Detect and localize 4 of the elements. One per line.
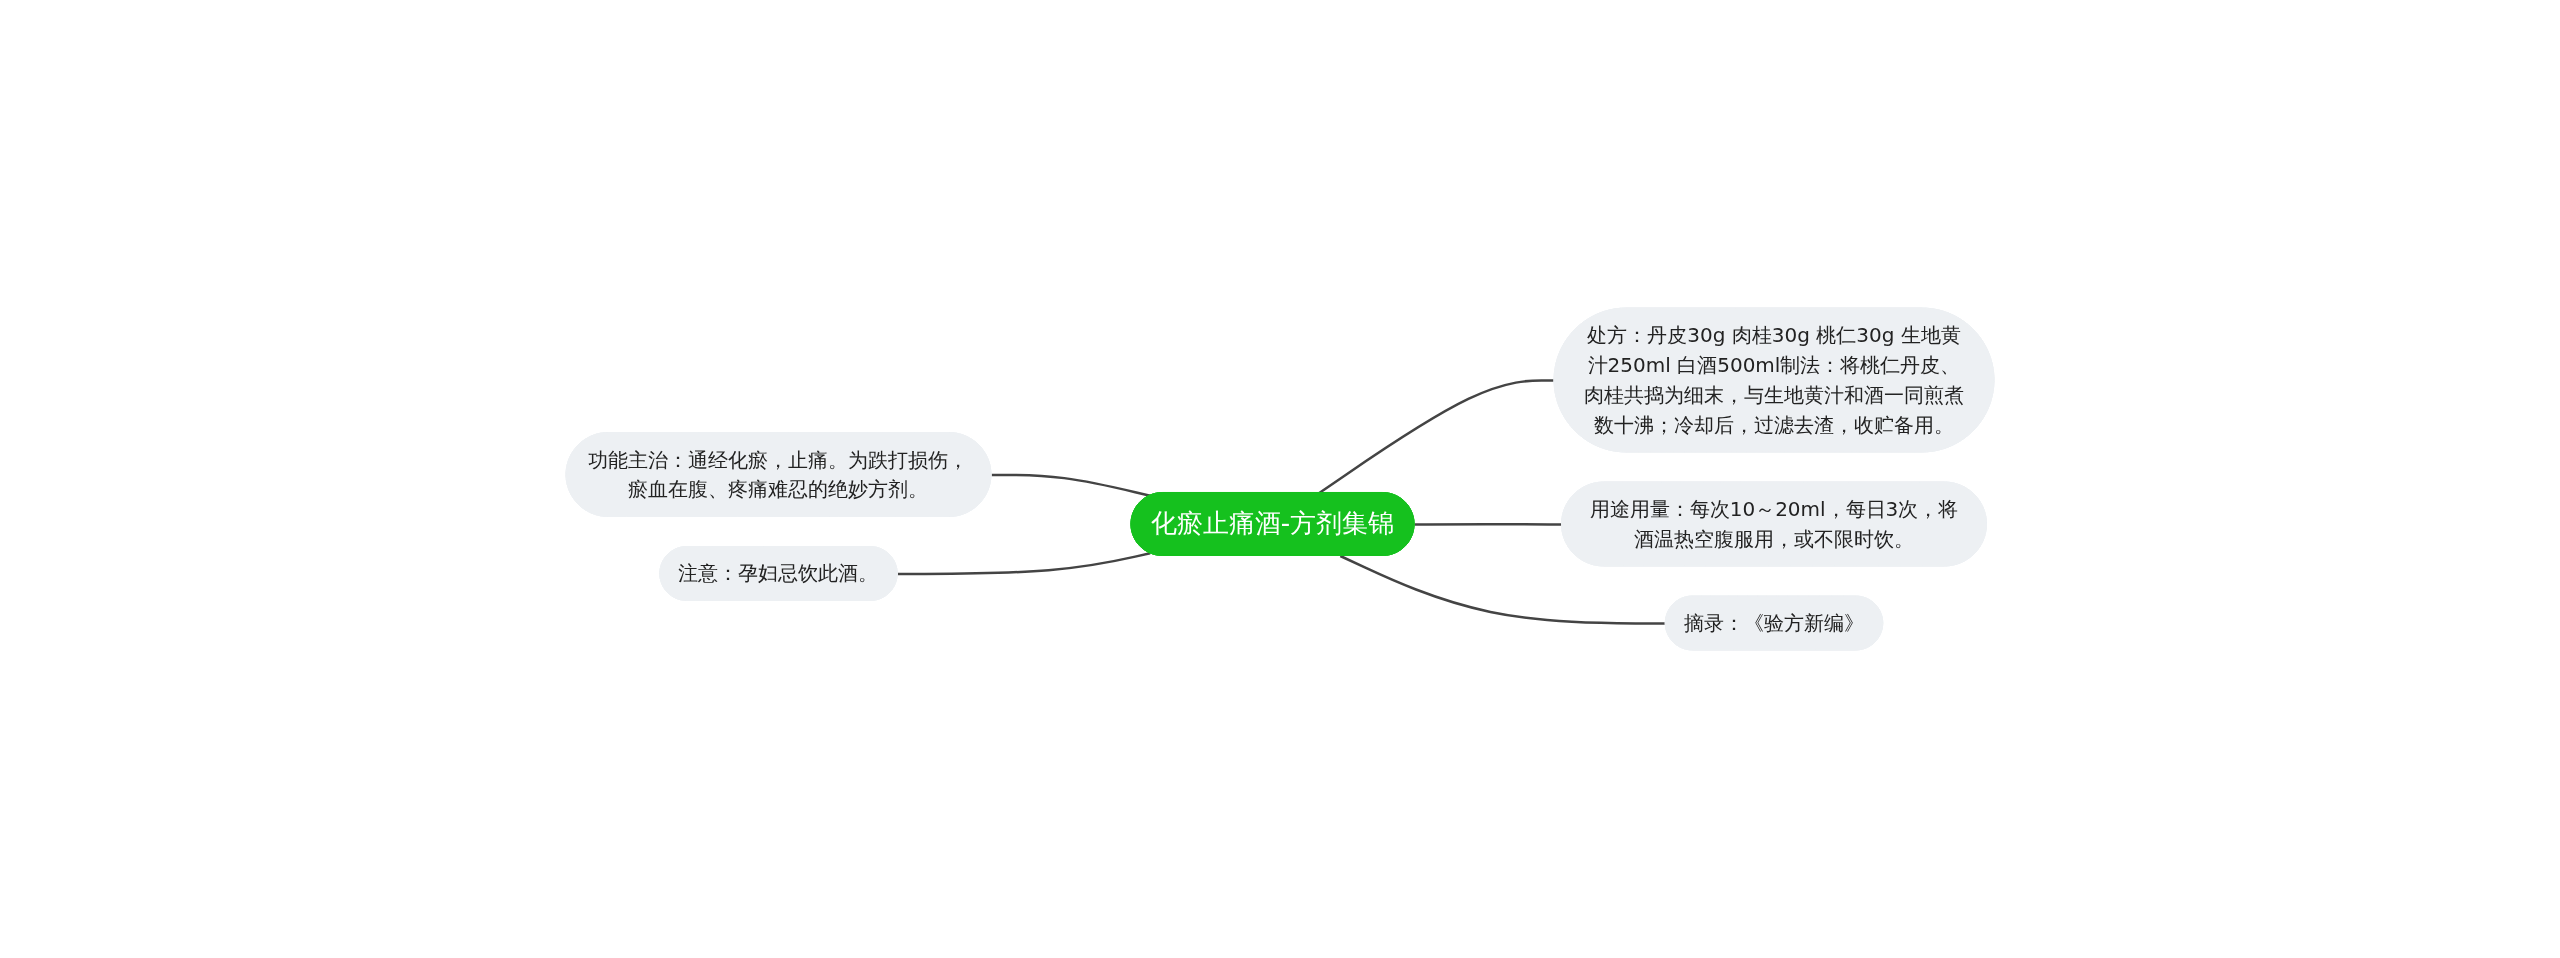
connector [1414,522,1563,526]
connector [1339,554,1666,625]
connector [991,473,1151,497]
connector [897,552,1151,576]
